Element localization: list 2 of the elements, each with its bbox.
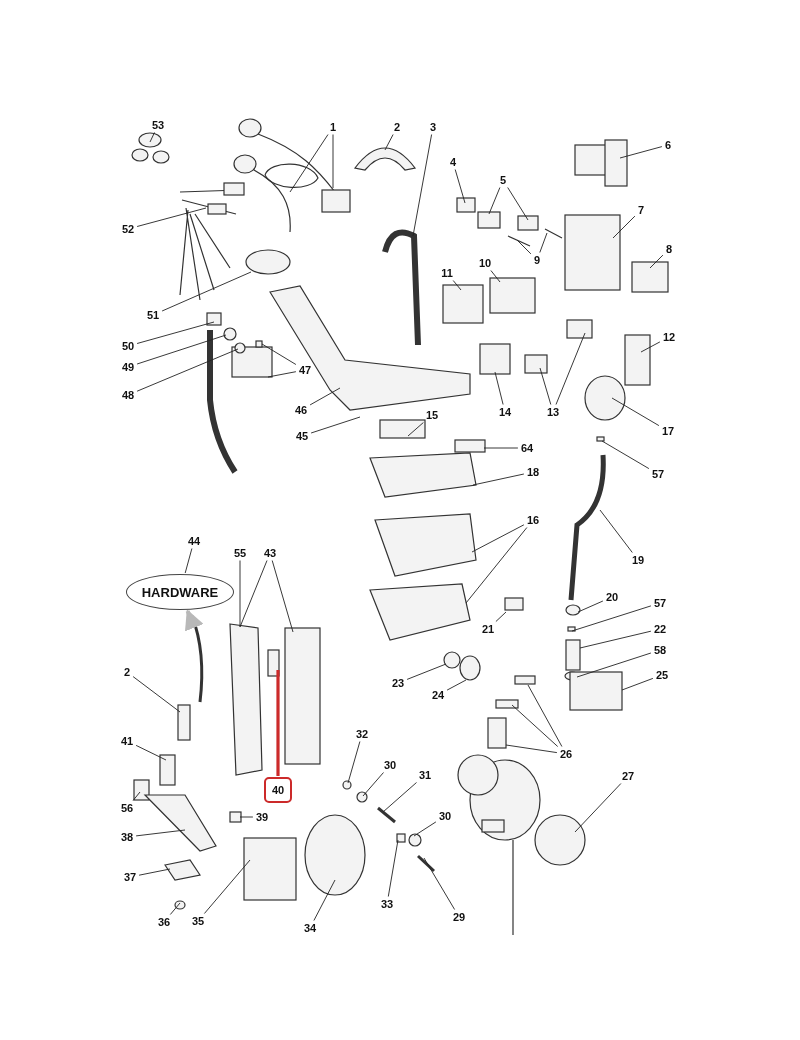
oval-label: HARDWARE [141, 584, 219, 600]
callout-number: 40 [271, 784, 285, 796]
